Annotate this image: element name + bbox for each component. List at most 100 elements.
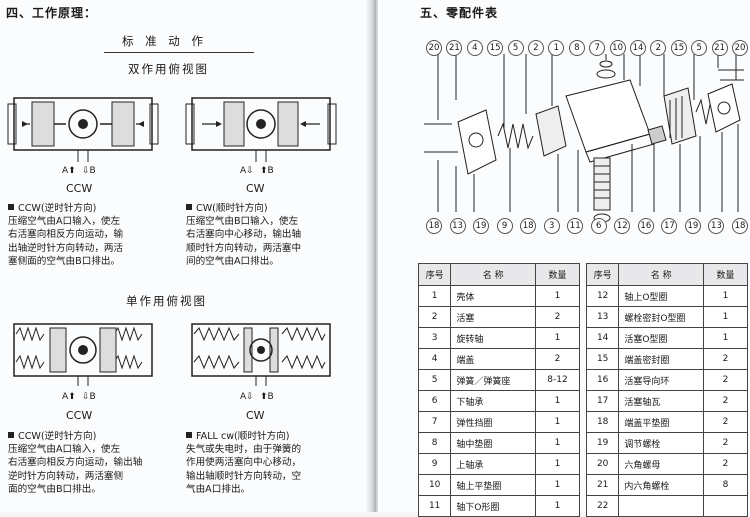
- cell-no: 6: [417, 390, 452, 412]
- callout-label: 7: [589, 40, 606, 56]
- cell-qty: 2: [703, 390, 748, 412]
- callout-label: 3: [543, 218, 560, 234]
- cell-name: 下轴承: [450, 390, 537, 412]
- cell-no: 18: [585, 411, 620, 433]
- cell-qty: 1: [703, 327, 748, 349]
- cell-qty: 2: [535, 306, 580, 328]
- callout-label: 13: [449, 218, 466, 234]
- cell-name: 内六角螺栓: [618, 474, 705, 496]
- cell-no: 4: [417, 348, 452, 370]
- callout-label: 20: [732, 40, 748, 56]
- double-ccw-port-b: ⇩B: [82, 166, 96, 176]
- col-no: 序号: [585, 263, 620, 286]
- cell-name: 弹簧／弹簧座: [450, 369, 537, 391]
- cell-name: 弹性挡圈: [450, 411, 537, 433]
- callout-label: 19: [684, 218, 701, 234]
- single-ccw-port-a: A⬆: [62, 392, 76, 402]
- left-page: 四、工作原理： 标 准 动 作 双作用俯视图 A⬆ ⇩B CCW A⇩ ⬆B C…: [0, 0, 372, 512]
- callout-label: 6: [590, 218, 607, 234]
- single-ccw-diagram: [13, 323, 153, 386]
- callout-label: 2: [650, 40, 667, 56]
- col-name: 名 称: [450, 263, 537, 286]
- parts-table-left-header: 序号 名 称 数量: [417, 263, 580, 286]
- cell-qty: 1: [535, 390, 580, 412]
- cell-qty: [703, 495, 748, 517]
- table-row: 22: [585, 495, 748, 517]
- exploded-view-diagram: [424, 54, 744, 223]
- col-qty: 数量: [535, 263, 580, 286]
- callout-label: 15: [670, 40, 687, 56]
- cell-no: 19: [585, 432, 620, 454]
- callout-label: 17: [661, 218, 678, 234]
- section-title-parts-list: 五、零配件表: [420, 6, 499, 20]
- cell-qty: 1: [535, 453, 580, 475]
- cell-no: 2: [417, 306, 452, 328]
- cell-name: 旋转轴: [450, 327, 537, 349]
- cell-qty: 1: [535, 285, 580, 307]
- cell-qty: 2: [703, 348, 748, 370]
- cell-qty: 1: [535, 495, 580, 517]
- callout-label: 1: [548, 40, 565, 56]
- cell-no: 20: [585, 453, 620, 475]
- double-cw-diagram: [185, 97, 337, 162]
- cell-no: 3: [417, 327, 452, 349]
- cell-no: 13: [585, 306, 620, 328]
- cell-qty: 1: [535, 474, 580, 496]
- single-ccw-port-b: ⇩B: [82, 392, 96, 402]
- cell-name: 轴上平垫圈: [450, 474, 537, 496]
- cell-name: 活塞: [450, 306, 537, 328]
- single-ccw-description: CCW(逆时针方向) 压缩空气由A口输入，使左 右活塞向相反方向运动，输出轴 逆…: [8, 431, 143, 495]
- cell-name: 活塞轴瓦: [618, 390, 705, 412]
- cell-no: 7: [417, 411, 452, 433]
- cell-name: 调节螺栓: [618, 432, 705, 454]
- cell-no: 11: [417, 495, 452, 517]
- callout-label: 19: [473, 218, 490, 234]
- cell-name: 端盖: [450, 348, 537, 370]
- cell-no: 16: [585, 369, 620, 391]
- cell-qty: 8-12: [535, 369, 580, 391]
- cell-no: 15: [585, 348, 620, 370]
- callout-label: 20: [426, 40, 442, 56]
- callout-label: 18: [426, 218, 442, 234]
- single-cw-port-b: ⬆B: [260, 392, 274, 402]
- double-cw-description: CW(顺时针方向) 压缩空气由B口输入，使左 右活塞向中心移动，输出轴 顺时针方…: [186, 203, 302, 267]
- double-ccw-diagram: [7, 97, 159, 162]
- single-acting-title: 单作用俯视图: [126, 294, 207, 308]
- cell-qty: 2: [535, 348, 580, 370]
- cell-qty: 2: [703, 369, 748, 391]
- cell-name: 壳体: [450, 285, 537, 307]
- callout-label: 18: [520, 218, 537, 234]
- callout-label: 14: [630, 40, 646, 56]
- callout-label: 21: [446, 40, 463, 56]
- cell-no: 8: [417, 432, 452, 454]
- cell-name: 活塞O型圈: [618, 327, 705, 349]
- cell-name: 轴下O形圈: [450, 495, 537, 517]
- single-cw-description: FALL cw(顺时针方向) 失气或失电时，由于弹簧的 作用使两活塞向中心移动，…: [186, 431, 302, 495]
- callout-label: 13: [708, 218, 725, 234]
- col-qty: 数量: [703, 263, 748, 286]
- cell-no: 17: [585, 390, 620, 412]
- double-cw-caption: CW: [246, 182, 265, 195]
- callout-label: 5: [691, 40, 708, 56]
- double-ccw-description: CCW(逆时针方向) 压缩空气由A口输入，使左 右活塞向相反方向运动，输 出轴逆…: [8, 203, 124, 267]
- cell-qty: 1: [703, 306, 748, 328]
- single-ccw-caption: CCW: [66, 409, 93, 422]
- cell-no: 21: [585, 474, 620, 496]
- double-acting-title: 双作用俯视图: [128, 62, 209, 76]
- cell-qty: 2: [703, 453, 748, 475]
- cell-name: 端盖密封圈: [618, 348, 705, 370]
